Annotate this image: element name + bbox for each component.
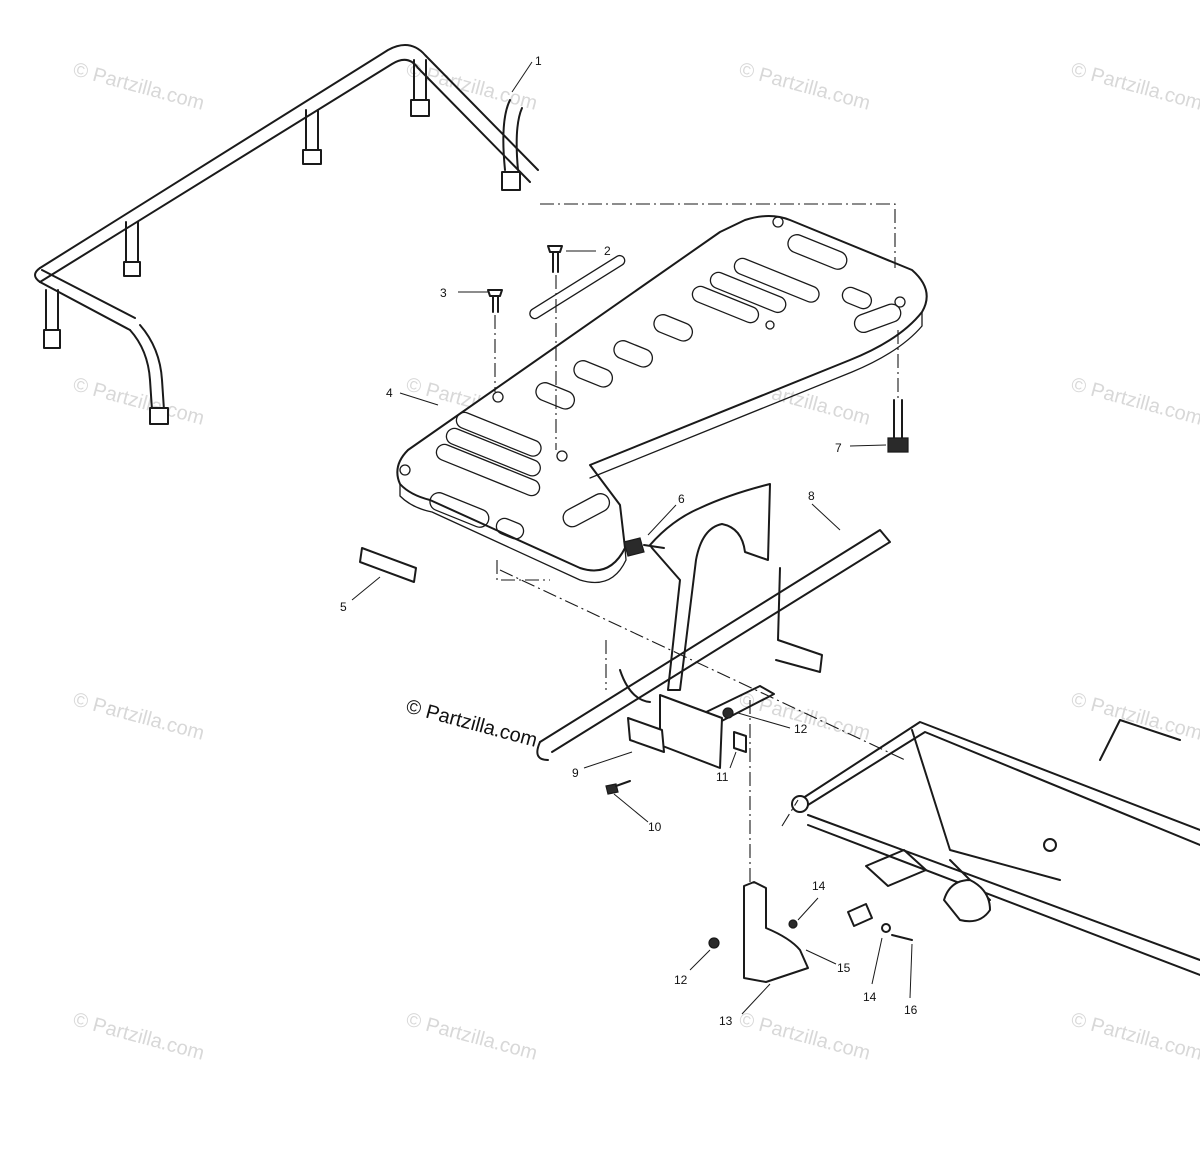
callout-numbers: 1 2 3 4 5 6 7 8 9 10 11 12 12 13 14 14 1… [340,54,918,1028]
watermark-13: © Partzilla.com [404,1009,540,1065]
callout-5: 5 [340,600,347,614]
callout-4: 4 [386,386,393,400]
watermark-11: © Partzilla.com [1069,689,1200,745]
callout-12-top: 12 [794,722,808,736]
watermark-14: © Partzilla.com [737,1009,873,1065]
callout-8: 8 [808,489,815,503]
callout-7: 7 [835,441,842,455]
watermark-10: © Partzilla.com [737,689,873,745]
callout-15: 15 [837,961,851,975]
callout-11: 11 [716,770,729,784]
callout-10: 10 [648,820,662,834]
watermark-12: © Partzilla.com [71,1009,207,1065]
callout-1: 1 [535,54,542,68]
lower-bracket-parts-13-16 [708,849,927,983]
main-watermark: © Partzilla.com [404,696,540,752]
mount-brackets-parts-9-12 [605,694,747,795]
callout-16: 16 [904,1003,918,1017]
callout-9: 9 [572,766,579,780]
chassis-frame [791,719,1200,976]
callout-12-bottom: 12 [674,973,688,987]
watermark-3: © Partzilla.com [737,59,873,115]
support-bar-part-8 [536,529,891,761]
leader-lines [351,61,913,1015]
bracket-part-6 [623,483,771,691]
decal-part-5 [359,547,417,583]
watermark-1: © Partzilla.com [71,59,207,115]
watermark-9: © Partzilla.com [71,689,207,745]
watermark-4: © Partzilla.com [1069,59,1200,115]
rack-panel-part-4 [396,215,928,584]
callout-14-top: 14 [812,879,826,893]
callout-14-bottom: 14 [863,990,877,1004]
callout-6: 6 [678,492,685,506]
watermark-5: © Partzilla.com [71,374,207,430]
faint-watermarks: © Partzilla.com © Partzilla.com © Partzi… [71,59,1200,1065]
watermark-15: © Partzilla.com [1069,1009,1200,1065]
callout-2: 2 [604,244,611,258]
rack-rail-part-1 [34,44,539,425]
watermark-8: © Partzilla.com [1069,374,1200,430]
callout-13: 13 [719,1014,733,1028]
callout-3: 3 [440,286,447,300]
bolts-parts-2-3-7 [487,245,909,453]
assembly-lines [496,203,906,882]
